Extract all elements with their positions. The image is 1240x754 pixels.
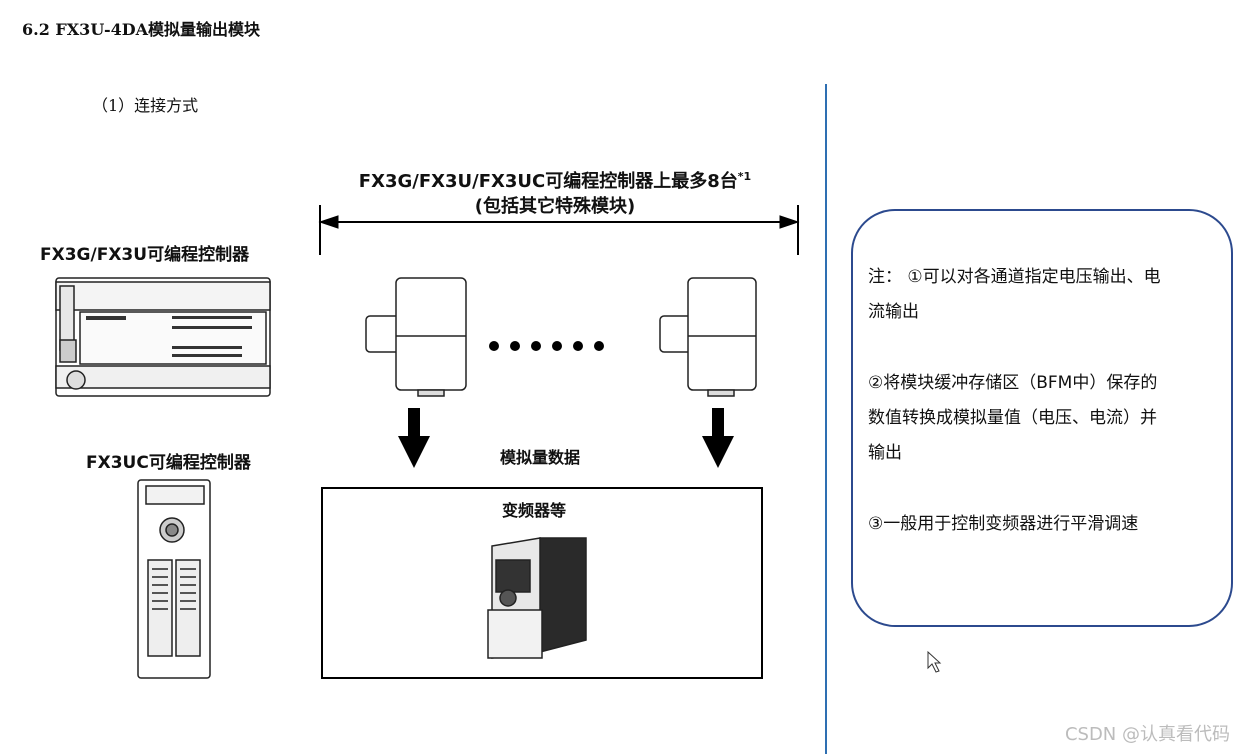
ellipsis-dot <box>552 341 562 351</box>
analog-data-label: 模拟量数据 <box>500 448 581 467</box>
fx3uc-plc-image <box>137 479 211 679</box>
inverter-image <box>487 537 587 659</box>
inverter-box <box>321 487 763 679</box>
module-range-label: FX3G/FX3U/FX3UC可编程控制器上最多8台*1 (包括其它特殊模块) <box>310 164 800 219</box>
vertical-divider <box>825 84 827 754</box>
down-arrow-left <box>398 408 430 468</box>
note-line-5: 输出 <box>868 443 902 463</box>
ellipsis-dot <box>573 341 583 351</box>
note-line-4: 数值转换成模拟量值（电压、电流）并 <box>868 408 1157 428</box>
plc-uc-label: FX3UC可编程控制器 <box>86 453 251 473</box>
note-line-2: 流输出 <box>868 302 919 322</box>
ellipsis-dot <box>510 341 520 351</box>
analog-module-1-image <box>365 277 467 397</box>
subsection-title: （1）连接方式 <box>92 96 199 115</box>
module-ellipsis <box>489 341 604 351</box>
range-label-line2: (包括其它特殊模块) <box>474 196 636 217</box>
range-label-footnote: *1 <box>737 170 752 183</box>
note-line-1: 注： ①可以对各通道指定电压输出、电 <box>868 267 1161 287</box>
ellipsis-dot <box>594 341 604 351</box>
fx3u-plc-image <box>55 277 271 397</box>
notes-panel <box>851 209 1233 627</box>
ellipsis-dot <box>489 341 499 351</box>
plc-label: FX3G/FX3U可编程控制器 <box>40 245 250 265</box>
inverter-label: 变频器等 <box>502 501 567 520</box>
analog-module-2-image <box>659 277 757 397</box>
range-label-line1: FX3G/FX3U/FX3UC可编程控制器上最多8台 <box>358 171 738 192</box>
range-dimension-arrow <box>318 205 800 255</box>
csdn-watermark: CSDN @认真看代码 <box>1064 724 1230 745</box>
ellipsis-dot <box>531 341 541 351</box>
down-arrow-right <box>702 408 734 468</box>
note-line-6: ③一般用于控制变频器进行平滑调速 <box>868 514 1139 534</box>
section-title: 6.2 FX3U-4DA模拟量输出模块 <box>22 20 261 39</box>
note-line-3: ②将模块缓冲存储区（BFM中）保存的 <box>868 373 1158 393</box>
